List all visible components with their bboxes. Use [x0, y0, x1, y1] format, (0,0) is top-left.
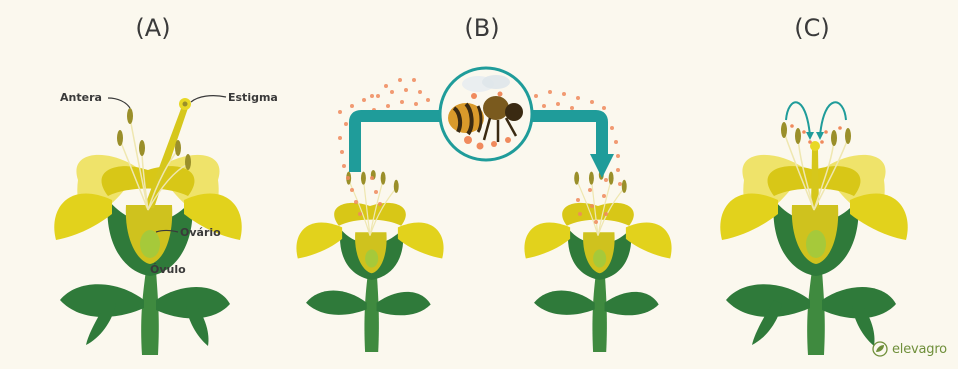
panel-label-c: (C) [782, 14, 842, 42]
label-anther: Antera [60, 91, 102, 104]
brand-logo: elevagro [872, 341, 947, 357]
panel-label-a: (A) [123, 14, 183, 42]
label-stigma: Estigma [228, 91, 278, 104]
leaf-logo-icon [872, 341, 888, 357]
flower-c [720, 102, 907, 355]
label-ovary: Ovário [180, 226, 221, 239]
label-ovule: Óvulo [150, 263, 186, 276]
flower-b-left [296, 170, 443, 352]
brand-name: elevagro [892, 342, 947, 357]
bee-icon [440, 68, 532, 160]
flower-b-right [524, 170, 671, 352]
panel-label-b: (B) [452, 14, 512, 42]
